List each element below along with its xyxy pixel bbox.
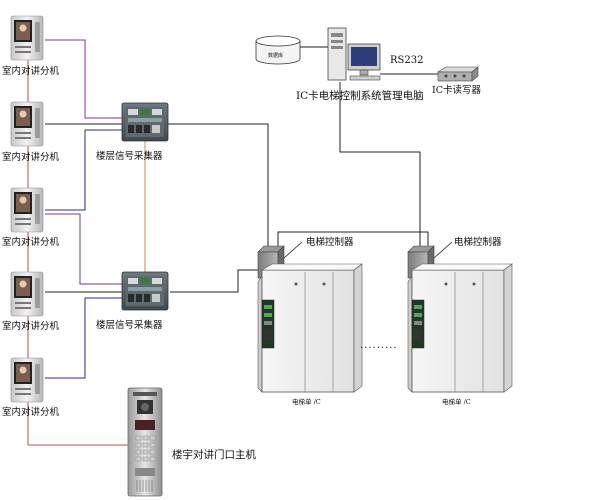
- label-indoor-unit-2: 室内对讲分机: [2, 152, 60, 163]
- wire-unit1-collector1: [45, 39, 124, 119]
- indoor-unit-4: [10, 271, 44, 317]
- elevator-cabinet-2: [407, 263, 513, 393]
- label-indoor-unit-5: 室内对讲分机: [2, 407, 60, 418]
- label-rs232: RS232: [390, 55, 424, 66]
- label-indoor-unit-4: 室内对讲分机: [2, 321, 60, 332]
- floor-collector-1: [121, 102, 169, 142]
- indoor-unit-5: [10, 357, 44, 403]
- ic-card-reader-icon: [436, 66, 479, 82]
- wire-unit3-collector2: [45, 213, 122, 285]
- indoor-units: [10, 15, 44, 403]
- label-elevator-2: 电梯单 /C: [442, 398, 471, 406]
- floor-collector-2: [121, 271, 169, 311]
- label-elevator-controller-2: 电梯控制器: [454, 237, 502, 248]
- label-elevator-1: 电梯单 /C: [292, 398, 321, 406]
- door-station: [127, 387, 163, 497]
- wire-unit5-doorstation: [27, 402, 128, 446]
- label-database: 数据库: [268, 53, 284, 59]
- computer-icon: [327, 27, 381, 81]
- indoor-unit-3: [10, 187, 44, 233]
- indoor-unit-1: [10, 15, 44, 61]
- ellipsis-between-elevators: .........: [360, 340, 398, 351]
- wire-controller1-controller2: [277, 231, 429, 250]
- elevator-cabinet-1: [257, 263, 363, 393]
- label-floor-collector-1: 楼层信号采集器: [96, 151, 163, 162]
- pointer-controller-1: [283, 241, 303, 259]
- label-floor-collector-2: 楼层信号采集器: [96, 320, 163, 331]
- label-ic-reader: IC卡读写器: [432, 85, 482, 96]
- label-elevator-controller-1: 电梯控制器: [306, 237, 354, 248]
- wire-collector2-controller: [170, 269, 258, 293]
- label-indoor-unit-1: 室内对讲分机: [2, 66, 60, 77]
- wire-unit3-collector1: [45, 129, 124, 211]
- label-system-pc: IC卡电梯控制系统管理电脑: [296, 90, 424, 102]
- wire-collector1-controller1: [168, 123, 269, 250]
- database-icon: [255, 35, 301, 65]
- label-indoor-unit-3: 室内对讲分机: [2, 237, 60, 248]
- wire-pc-controller2: [339, 82, 421, 250]
- pointer-controller-2: [433, 241, 453, 259]
- wires: [27, 39, 438, 446]
- indoor-unit-2: [10, 101, 44, 147]
- label-door-main-unit: 楼宇对讲门口主机: [172, 449, 256, 461]
- wire-unit5-collector2: [45, 297, 122, 379]
